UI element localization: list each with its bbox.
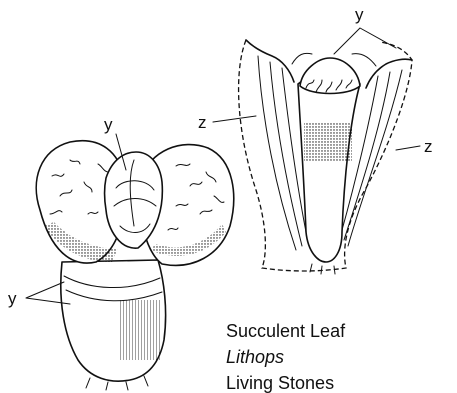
central-body-shading xyxy=(304,122,352,162)
label-z-left: z xyxy=(198,114,207,131)
z-left-leader xyxy=(213,116,256,122)
leaf-wall-right xyxy=(366,59,412,88)
caption-common-name: Living Stones xyxy=(226,374,334,392)
label-y-middle: y xyxy=(104,116,113,133)
caption-genus: Lithops xyxy=(226,348,284,366)
label-y-bottom: y xyxy=(8,290,17,307)
central-body xyxy=(298,75,360,262)
y-top-leader xyxy=(334,28,396,54)
label-z-right: z xyxy=(424,138,433,155)
z-right-leader xyxy=(396,146,420,150)
roots xyxy=(310,264,335,274)
leaf-wall-left xyxy=(246,40,294,82)
top-window xyxy=(300,58,360,94)
body-shading xyxy=(120,300,162,360)
external-figure xyxy=(36,141,233,390)
caption-title: Succulent Leaf xyxy=(226,322,345,340)
label-y-top: y xyxy=(355,6,364,23)
section-figure xyxy=(239,40,412,274)
